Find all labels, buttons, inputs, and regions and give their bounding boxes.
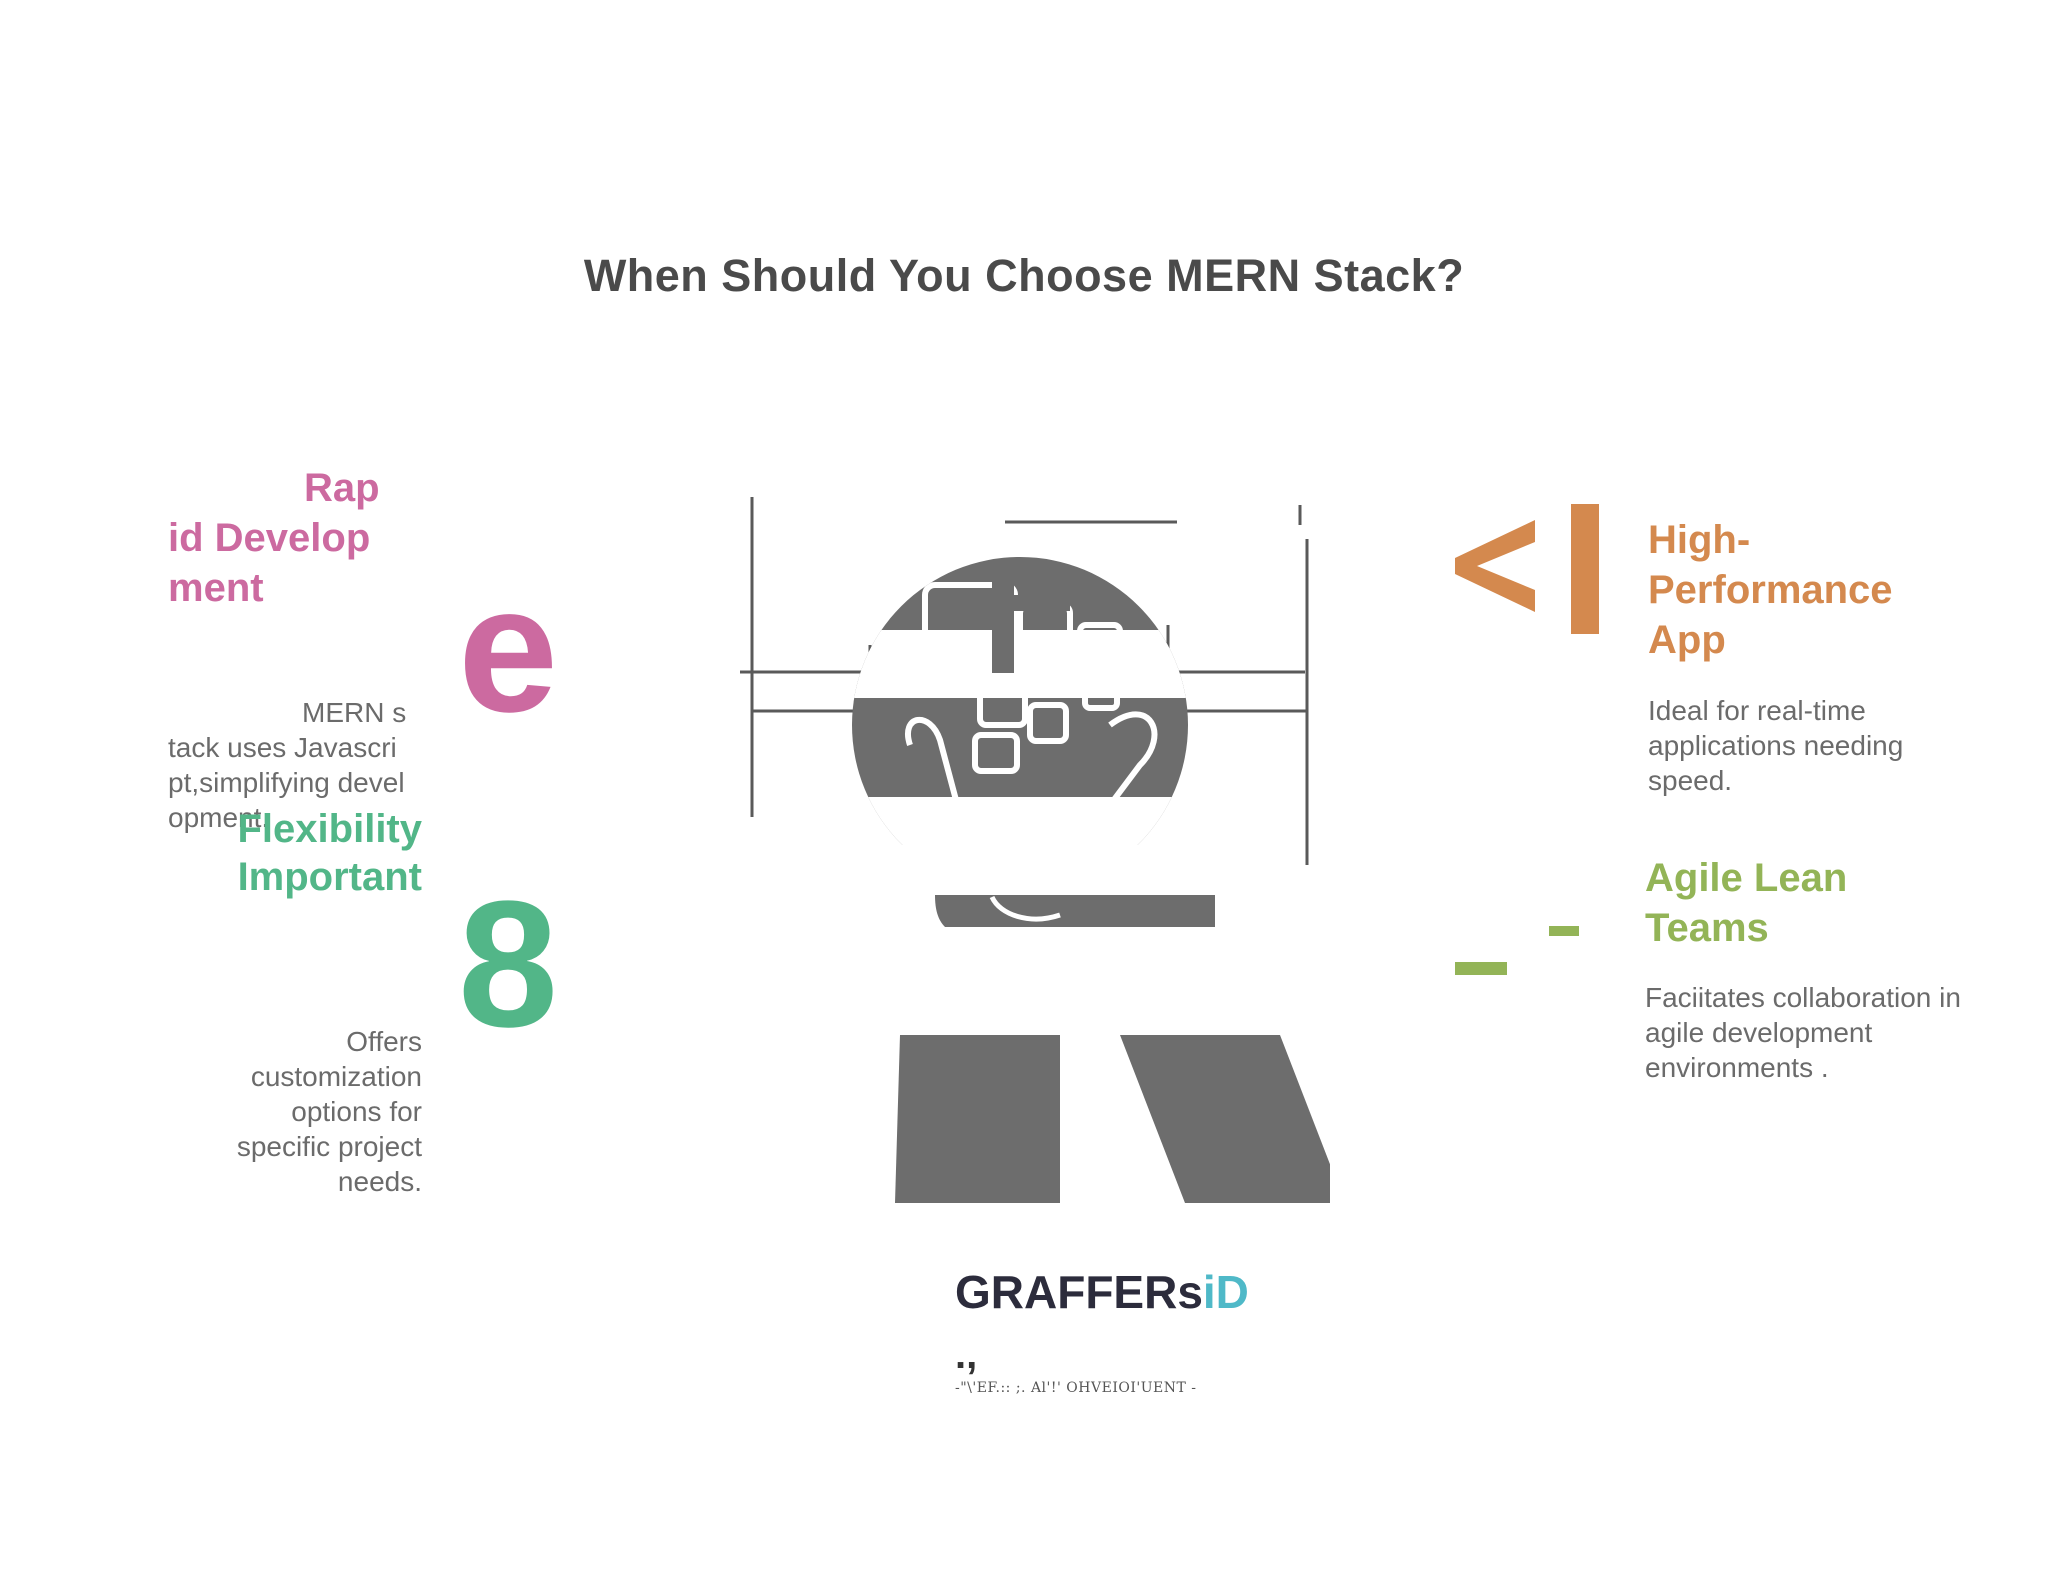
- logo-main-text: GRAFFERs: [955, 1266, 1203, 1318]
- flexibility-description: Offers customization options for specifi…: [236, 1026, 422, 1197]
- logo-mark: .,: [955, 1333, 978, 1377]
- brand-logo: GRAFFERsiD: [955, 1265, 1249, 1319]
- rapid-development-title: Rapid Development: [168, 466, 380, 610]
- flexibility-title: Flexibility Important: [237, 807, 423, 899]
- agile-lean-teams-description: Faciitates collaboration in agile develo…: [1645, 982, 1961, 1083]
- code-bracket-icon: [1455, 504, 1599, 634]
- logo-tagline: -"\'EF.:: ;. Al'!' OHVEIOI'UENT -: [955, 1380, 1197, 1396]
- logo-accent-text: iD: [1202, 1266, 1249, 1318]
- hand-holding-phone-illustration: [740, 497, 1330, 1203]
- rapid-development-icon: e: [458, 549, 559, 750]
- high-performance-description: Ideal for real-time applications needing…: [1648, 695, 1904, 796]
- rapid-development-description: MERN stack uses Javascript,simplifying d…: [168, 697, 407, 833]
- page-title: When Should You Choose MERN Stack?: [583, 250, 1465, 301]
- flexibility-icon: 8: [458, 864, 559, 1065]
- agile-lean-teams-title: Agile Lean Teams: [1645, 856, 1848, 950]
- dash-lines-icon: [1455, 926, 1579, 975]
- high-performance-title: High-Performance App: [1648, 518, 1893, 662]
